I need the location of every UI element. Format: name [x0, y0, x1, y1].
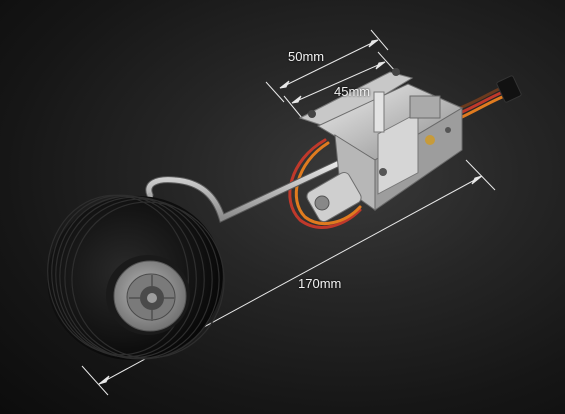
retract-mechanism [298, 68, 464, 223]
dimension-label-170mm: 170mm [298, 276, 342, 291]
dimension-label-45mm: 45mm [334, 84, 371, 99]
wheel [47, 194, 225, 361]
dimension-lines [81, 29, 496, 396]
servo-wires [288, 75, 522, 229]
dimension-label-50mm: 50mm [288, 49, 325, 64]
